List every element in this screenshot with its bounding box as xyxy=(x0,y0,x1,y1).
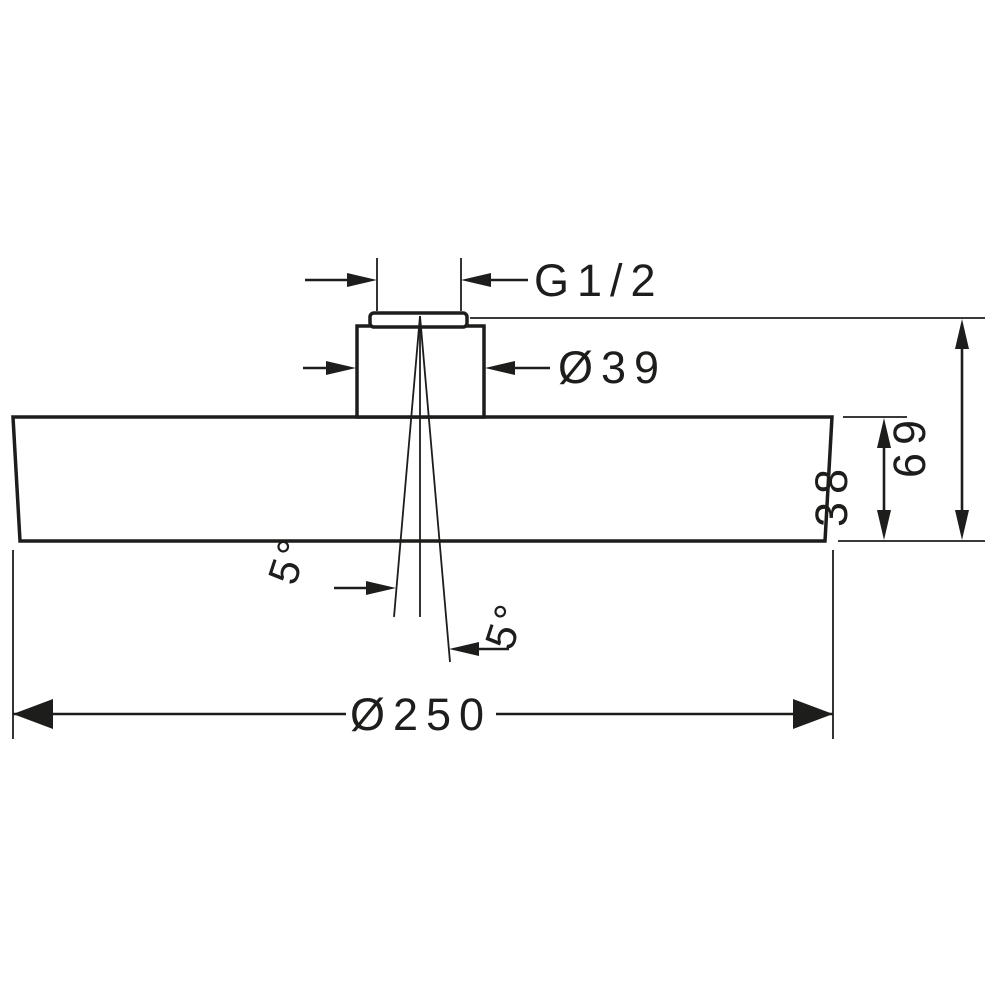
dim-thickness-arrow-bottom xyxy=(877,510,891,540)
dim-angle-lower: 5° xyxy=(449,596,535,656)
dim-thread: G1/2 xyxy=(305,255,664,311)
shower-head-outline xyxy=(11,415,834,543)
dim-connector-arrow-right xyxy=(485,361,515,375)
dim-height-arrow-bottom xyxy=(955,510,969,540)
spray-angle-line-left xyxy=(393,315,421,618)
dim-total-height: 69 xyxy=(470,317,985,540)
dim-connector-diameter: Ø39 xyxy=(303,342,667,393)
dim-angle-upper-arrow xyxy=(366,581,396,595)
dim-thread-label: G1/2 xyxy=(534,255,664,306)
dim-thread-arrow-right xyxy=(461,273,491,287)
dim-diameter-label: Ø250 xyxy=(350,689,492,740)
dim-head-thickness: 38 xyxy=(806,416,985,542)
dim-connector-arrow-left xyxy=(326,361,356,375)
spray-angle-line-right xyxy=(419,315,451,663)
dim-connector-label: Ø39 xyxy=(558,342,667,393)
dim-angle-lower-label: 5° xyxy=(476,596,535,654)
dim-thickness-label: 38 xyxy=(806,461,857,527)
dim-thickness-arrow-top xyxy=(877,418,891,448)
dim-height-arrow-top xyxy=(955,319,969,349)
dim-diameter-arrow-right xyxy=(793,699,833,729)
dim-thread-arrow-left xyxy=(347,273,377,287)
dim-angle-lower-arrow xyxy=(449,642,479,656)
dim-height-label: 69 xyxy=(884,412,935,478)
dim-outer-diameter: Ø250 xyxy=(12,550,834,740)
